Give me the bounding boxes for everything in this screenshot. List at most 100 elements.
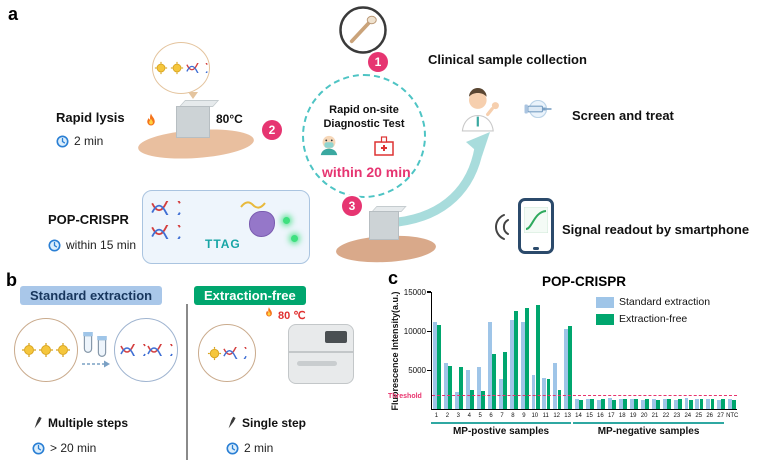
bar-sample-12-standard: [553, 363, 558, 409]
panel-b-divider: [186, 304, 188, 460]
x-tick-label: 26: [706, 413, 713, 419]
doctor-icon: [461, 88, 499, 132]
x-tick-label: 8: [511, 413, 515, 419]
bar-sample-27-free: [721, 398, 726, 409]
bar-sample-24-free: [688, 399, 693, 409]
bar-sample-22-standard: [662, 398, 667, 409]
x-tick-label: 25: [695, 413, 703, 419]
screen-treat-label: Screen and treat: [572, 108, 674, 123]
x-group-label-1: MP-negative samples: [597, 426, 700, 437]
virus-icon: [22, 343, 36, 357]
x-tick-label: 16: [597, 413, 604, 419]
x-tick-label: 21: [651, 413, 659, 419]
hospital-icon: [374, 136, 394, 156]
x-tick-label: 2: [445, 413, 450, 419]
virus-icon: [56, 343, 70, 357]
bar-sample-15-free: [590, 398, 595, 409]
flame-icon: [147, 113, 155, 126]
standard-time-row: > 20 min: [32, 441, 96, 455]
bar-sample-21-standard: [651, 399, 656, 409]
pop-crispr-time: within 15 min: [66, 238, 137, 252]
extracted-dna-circle: [114, 318, 178, 382]
x-tick-label: 9: [522, 413, 526, 419]
free-steps-label: Single step: [242, 416, 307, 430]
x-tick-label: 24: [684, 413, 692, 419]
onsite-line1: Rapid on-site: [329, 104, 399, 116]
step-2-badge: 2: [262, 120, 282, 140]
free-time-row: 2 min: [226, 441, 273, 455]
rapid-lysis-time: 2 min: [74, 134, 104, 148]
bar-sample-21-free: [655, 399, 660, 409]
heating-cube-icon: [176, 106, 210, 138]
bar-sample-16-free: [601, 399, 606, 409]
tube-icon: [83, 332, 93, 353]
bar-sample-2-standard: [444, 363, 449, 409]
rapid-lysis-title: Rapid lysis: [56, 110, 125, 125]
x-tick-label: 3: [456, 413, 460, 419]
hand-readout-block: [330, 206, 442, 265]
bar-sample-6-standard: [487, 322, 492, 409]
x-tick-label: 22: [662, 413, 670, 419]
flame-icon: [266, 307, 272, 317]
x-group-bracket-1: [573, 422, 725, 424]
bar-sample-20-free: [644, 398, 649, 409]
x-tick-label: 1: [434, 413, 439, 419]
y-tick-mark: [427, 330, 431, 333]
chart-panel: c POP-CRISPR Fluorescence Intensity(a.u.…: [386, 266, 768, 464]
dna-icon: [223, 347, 247, 359]
x-tick-label: 10: [531, 413, 539, 419]
readout-device-icon: [288, 324, 354, 384]
x-tick-label: 19: [629, 413, 637, 419]
dna-icon: [119, 344, 146, 356]
bar-sample-23-free: [677, 398, 682, 409]
x-tick-label: 7: [500, 413, 504, 419]
bar-sample-3-standard: [455, 392, 459, 409]
bar-sample-14-free: [579, 399, 584, 409]
tube-icon: [97, 336, 107, 357]
masked-person-icon: [320, 135, 338, 156]
clock-icon: [32, 441, 45, 455]
bar-sample-8-standard: [509, 320, 514, 409]
x-tick-label: 20: [640, 413, 648, 419]
temperature-label: 80°C: [216, 112, 243, 126]
onsite-test-circle: [302, 74, 426, 198]
x-tick-label: NTC: [726, 413, 739, 419]
direct-sample-circle: [198, 324, 256, 382]
crrna-icon: [240, 201, 266, 209]
pipette-icon: [34, 416, 42, 429]
bar-sample-15-standard: [586, 399, 591, 409]
y-tick-mark: [427, 291, 431, 293]
clock-icon: [48, 238, 61, 252]
standard-steps-label: Multiple steps: [48, 416, 129, 430]
bar-sample-7-free: [502, 351, 507, 409]
panel-c-label: c: [388, 268, 399, 288]
virus-icon: [154, 61, 168, 75]
legend-item: Standard extraction: [596, 296, 710, 308]
onsite-line2: Diagnostic Test: [323, 117, 405, 130]
bar-sample-18-standard: [618, 399, 623, 409]
dna-icon: [151, 225, 181, 239]
x-group-bracket-0: [431, 422, 572, 424]
bar-sample-4-standard: [465, 369, 470, 409]
bar-sample-4-free: [470, 390, 474, 409]
dna-icon: [151, 201, 181, 215]
bar-sample-8-free: [513, 310, 518, 409]
x-tick-label: 15: [586, 413, 593, 419]
bar-sample-13-standard: [564, 328, 569, 409]
bar-sample-14-standard: [575, 398, 580, 409]
process-arrow-icon: [82, 360, 110, 368]
legend-item: Extraction-free: [596, 313, 710, 325]
x-tick-label: 12: [553, 413, 560, 419]
pop-crispr-box: TTAG: [142, 190, 310, 264]
bar-sample-1-free: [437, 324, 442, 409]
x-tick-label: 6: [489, 413, 493, 419]
clock-icon: [56, 134, 69, 148]
legend-swatch: [596, 313, 614, 325]
readout-cube-icon: [369, 211, 399, 240]
legend-label: Extraction-free: [619, 313, 688, 325]
virus-icon: [207, 346, 222, 360]
free-steps-row: Single step: [226, 416, 306, 430]
bar-sample-11-standard: [542, 377, 547, 409]
bar-sample-22-free: [666, 399, 671, 409]
